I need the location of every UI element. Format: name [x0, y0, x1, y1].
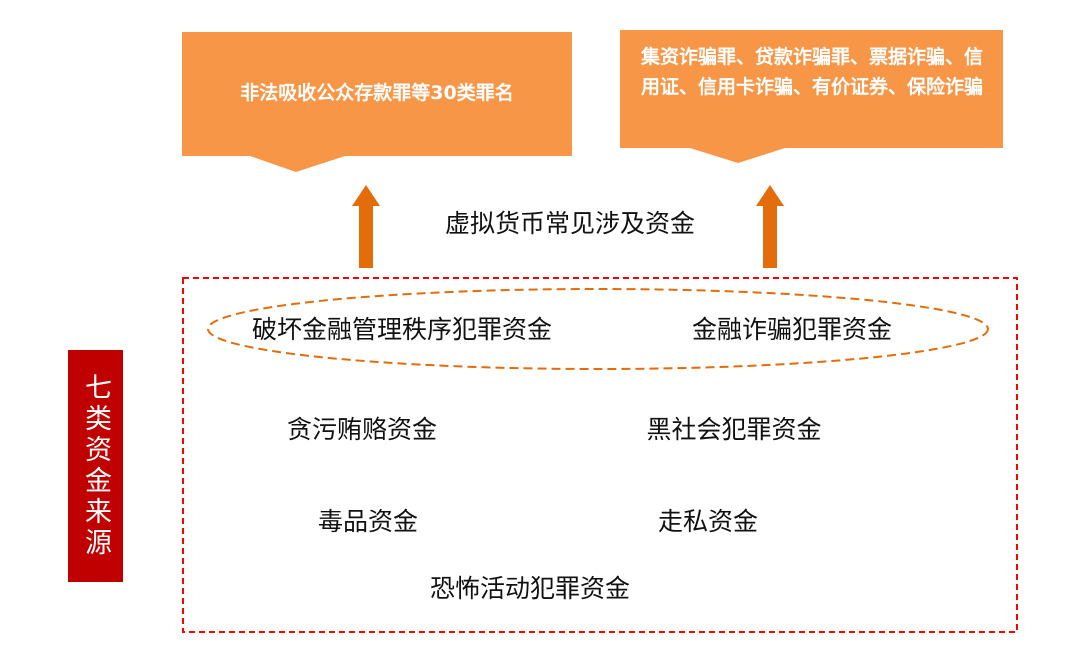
middle-label: 虚拟货币常见涉及资金: [444, 209, 696, 238]
arrow-right: [756, 185, 784, 268]
fund-type: 毒品资金: [317, 507, 419, 536]
fund-sources-dashed-box: [182, 277, 1018, 633]
fund-type: 黑社会犯罪资金: [646, 415, 822, 444]
fund-type: 贪污贿赂资金: [286, 415, 438, 444]
fund-type: 金融诈骗犯罪资金: [691, 315, 893, 344]
callout-right-text: 集资诈骗罪、贷款诈骗罪、票据诈骗、信用证、信用卡诈骗、有价证券、保险诈骗: [640, 46, 983, 98]
financial-crime-ellipse: [207, 288, 989, 370]
callout-left: [182, 32, 572, 172]
side-label: 七类资金来源: [80, 373, 111, 559]
fund-type: 恐怖活动犯罪资金: [429, 574, 631, 603]
fund-type: 破坏金融管理秩序犯罪资金: [251, 315, 553, 344]
arrow-left: [352, 185, 380, 268]
callout-right: [620, 30, 1003, 163]
fund-type: 走私资金: [657, 507, 759, 536]
callout-left-text: 非法吸收公众存款罪等30类罪名: [240, 82, 514, 104]
side-label-box: 七类资金来源: [68, 350, 123, 582]
